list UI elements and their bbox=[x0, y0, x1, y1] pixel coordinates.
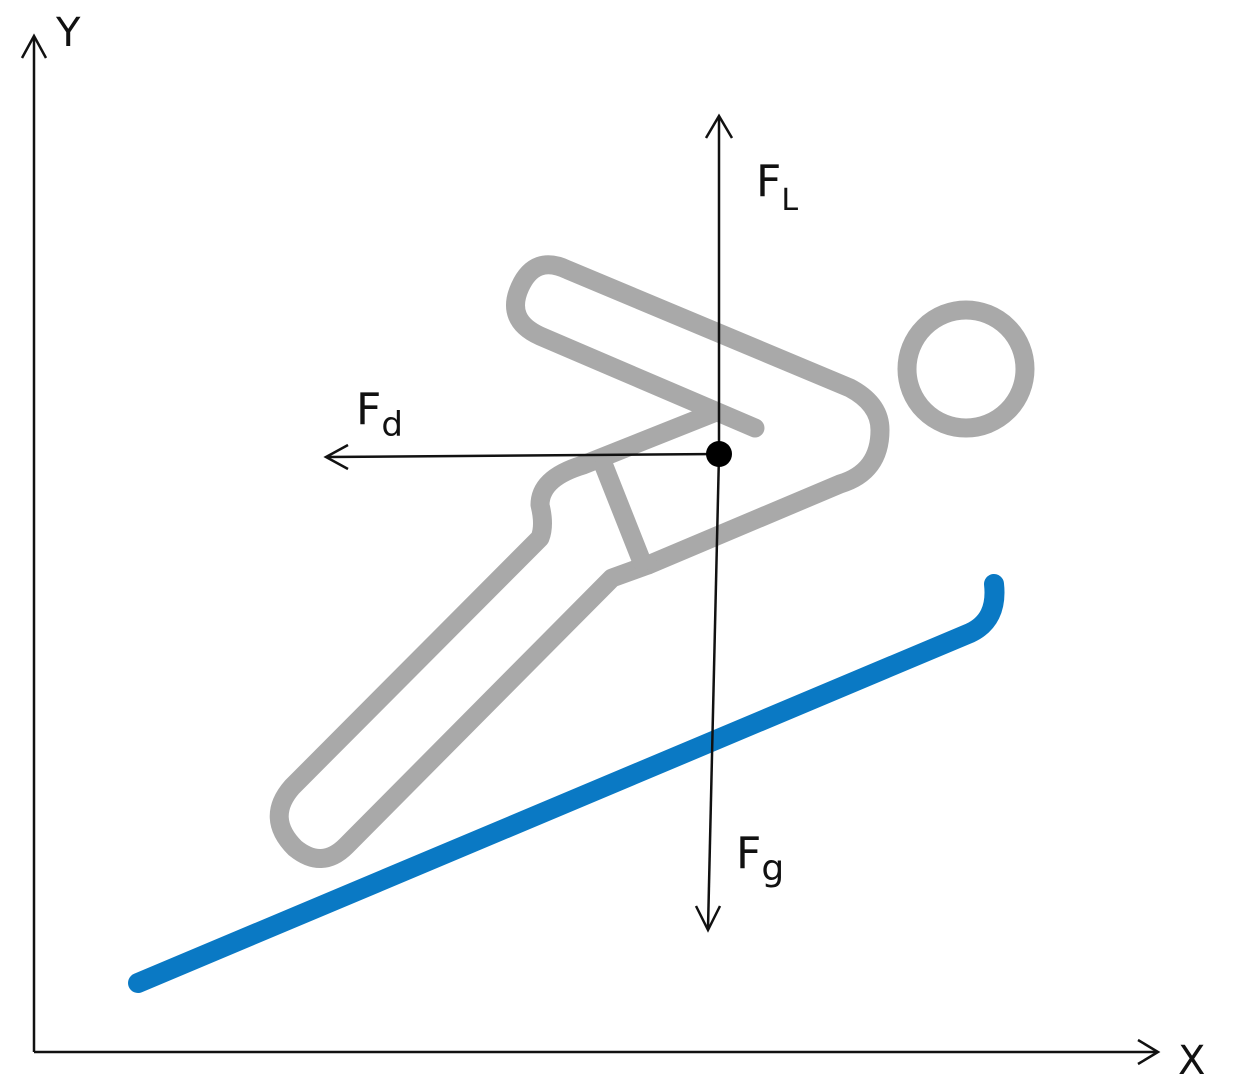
drag-force-arrow bbox=[325, 452, 720, 459]
coordinate-axes: Y X bbox=[20, 10, 1205, 1084]
skier-body bbox=[269, 402, 726, 868]
x-axis-label: X bbox=[1178, 1038, 1205, 1084]
drag-force-label: Fd bbox=[356, 384, 403, 445]
ski bbox=[128, 574, 1005, 993]
gravity-force-arrow bbox=[706, 453, 721, 929]
y-axis-label: Y bbox=[55, 10, 81, 56]
y-axis-arrowhead bbox=[20, 33, 48, 59]
drag-arrowhead bbox=[323, 443, 349, 471]
center-of-mass-dot bbox=[706, 441, 732, 467]
lift-arrowhead bbox=[704, 113, 734, 139]
gravity-force-label: Fg bbox=[736, 828, 784, 889]
skier-figure bbox=[269, 255, 1035, 868]
skier-waist-line bbox=[594, 456, 652, 572]
skier-head bbox=[897, 300, 1035, 438]
skier-arm bbox=[506, 255, 890, 575]
x-axis-arrowhead bbox=[1137, 1038, 1161, 1066]
lift-force-label: FL bbox=[756, 156, 798, 218]
force-vectors bbox=[323, 113, 734, 933]
gravity-arrowhead bbox=[694, 905, 722, 933]
